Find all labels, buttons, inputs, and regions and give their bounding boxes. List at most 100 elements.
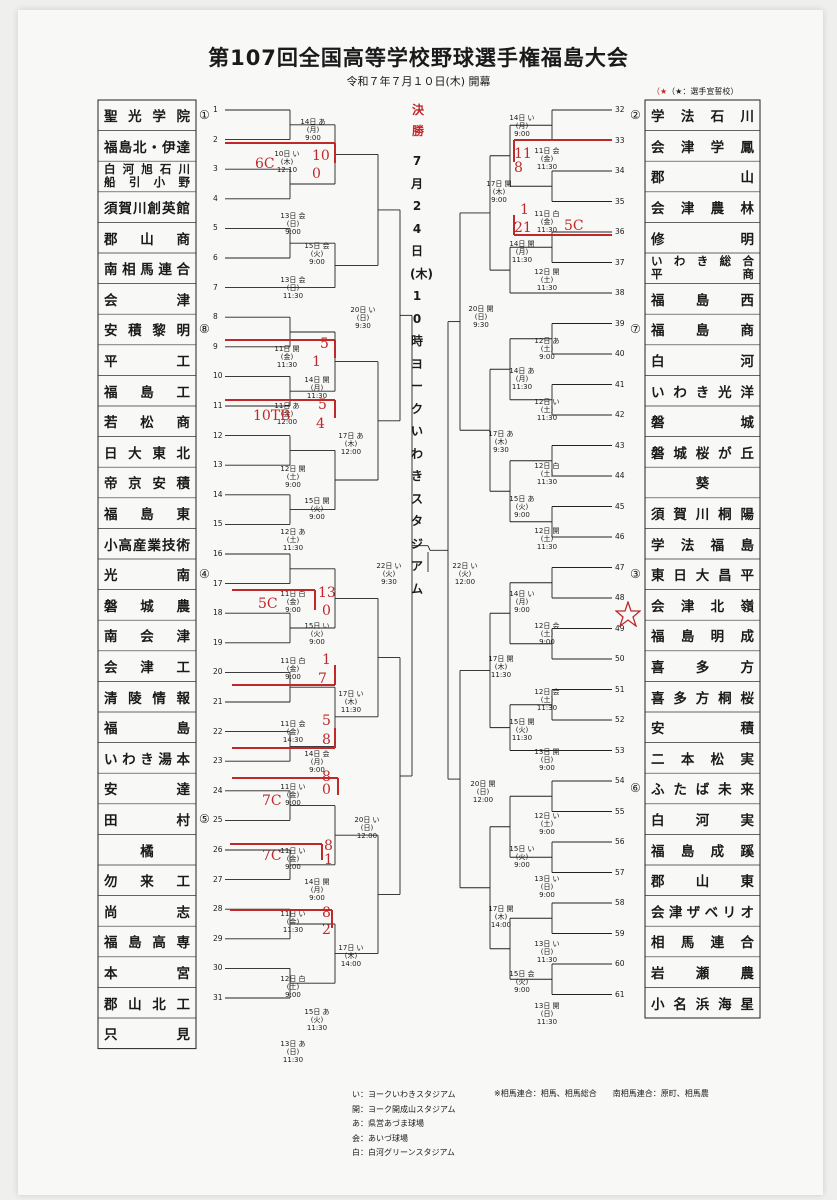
game-dow: (月)	[310, 886, 324, 894]
team-name: 郡山北工	[104, 996, 190, 1013]
game-dow: (火)	[310, 1016, 324, 1024]
game-label: 20日 い(日)12:00	[350, 816, 384, 840]
game-dow: (日)	[356, 314, 370, 322]
game-day: 12日 い	[534, 398, 560, 406]
team-name: 学法福島	[651, 537, 754, 554]
slot-number: 46	[615, 532, 625, 541]
game-dow: (金)	[286, 791, 300, 799]
game-dow: (土)	[540, 276, 554, 284]
game-dow: (土)	[540, 535, 554, 543]
game-time: 11:30	[276, 361, 298, 369]
game-dow: (金)	[286, 728, 300, 736]
team-name: 郡山東	[651, 874, 754, 891]
game-day: 12日 い	[534, 812, 560, 820]
team-name: 喜多方	[651, 660, 754, 677]
team-name: 福島工	[104, 384, 190, 401]
game-day: 14日 開	[509, 240, 535, 248]
team-name: いわき総合平商	[651, 253, 754, 284]
game-time: 9:00	[285, 481, 301, 489]
game-dow: (火)	[515, 503, 529, 511]
handwritten-score: 0	[322, 782, 331, 798]
slot-number: 33	[615, 135, 625, 145]
game-time: 11:30	[282, 926, 304, 934]
game-dow: (金)	[286, 855, 300, 863]
game-time: 12:10	[276, 166, 298, 174]
game-label: 14日 開(月)9:00	[300, 878, 334, 902]
game-day: 15日 あ	[509, 495, 535, 503]
game-label: 12日 白(土)9:00	[276, 975, 310, 999]
game-label: 12日 い(土)9:00	[530, 812, 564, 836]
game-dow: (火)	[310, 630, 324, 638]
team-name: いわき湯本	[104, 751, 190, 768]
seed-mark: ①	[199, 108, 210, 122]
seed-mark: ⑤	[199, 811, 210, 826]
paper-sheet	[18, 10, 823, 1195]
slot-number: 18	[213, 608, 223, 618]
team-name: 南相馬連合	[104, 262, 190, 279]
game-day: 20日 い	[350, 306, 376, 314]
slot-number: 19	[213, 637, 223, 647]
game-time: 11:30	[340, 706, 362, 714]
slot-number: 50	[615, 654, 625, 663]
game-time: 9:00	[305, 134, 321, 142]
game-time: 14:30	[282, 736, 304, 744]
game-time: 11:30	[511, 256, 533, 264]
game-time: 9:00	[285, 799, 301, 807]
handwritten-score: 8	[514, 160, 523, 176]
game-dow: (金)	[286, 918, 300, 926]
game-label: 13日 あ(日)11:30	[276, 1040, 310, 1064]
game-dow: (木)	[494, 438, 508, 446]
team-name: 白河	[651, 354, 754, 371]
slot-number: 39	[615, 318, 625, 328]
handwritten-score: 1	[520, 202, 529, 218]
team-name: 福島西	[651, 292, 754, 309]
game-time: 11:30	[282, 544, 304, 552]
game-time: 9:30	[381, 578, 397, 586]
game-dow: (土)	[540, 630, 554, 638]
game-day: 11日 い	[280, 910, 306, 918]
team-name: 勿来工	[104, 874, 190, 891]
slot-number: 37	[615, 257, 625, 267]
game-time: 9:00	[514, 606, 530, 614]
game-dow: (日)	[540, 948, 554, 956]
game-label: 12日 開(土)9:00	[276, 465, 310, 489]
game-label: 13日 い(日)9:00	[530, 875, 564, 899]
team-name: 安達	[104, 782, 190, 799]
game-label: 20日 い(日)9:30	[346, 306, 380, 330]
game-day: 13日 会	[280, 212, 306, 220]
game-time: 14:00	[490, 921, 512, 929]
handwritten-score: 5	[320, 336, 329, 352]
game-label: 15日 会(火)9:00	[300, 242, 334, 266]
legend-item: い：ヨークいわきスタジアム	[352, 1090, 456, 1099]
game-time: 9:00	[514, 861, 530, 869]
game-label: 17日 い(木)11:30	[334, 690, 368, 714]
game-label: 20日 開(日)9:30	[464, 305, 498, 329]
game-label: 13日 開(日)11:30	[530, 1002, 564, 1026]
team-name: 本宮	[104, 966, 190, 983]
slot-number: 16	[213, 549, 223, 558]
handwritten-score: 7	[318, 671, 327, 687]
game-label: 22日 い(火)9:30	[372, 562, 406, 586]
game-day: 12日 開	[534, 527, 560, 535]
handwritten-score: 1	[312, 354, 321, 370]
team-name: 東日大昌平	[651, 568, 754, 585]
game-day: 11日 会	[280, 720, 306, 728]
slot-number: 54	[615, 776, 625, 785]
game-label: 14日 開(月)11:30	[300, 376, 334, 400]
slot-number: 36	[615, 227, 625, 236]
slot-number: 43	[615, 440, 625, 450]
game-day: 14日 会	[304, 750, 330, 758]
game-day: 13日 開	[534, 748, 560, 756]
game-dow: (木)	[344, 698, 358, 706]
game-day: 14日 あ	[300, 118, 326, 126]
game-label: 13日 い(日)11:30	[530, 940, 564, 964]
game-day: 11日 会	[534, 147, 560, 155]
game-day: 12日 開	[280, 465, 306, 473]
game-day: 22日 い	[376, 562, 402, 570]
game-label: 11日 白(金)11:30	[530, 210, 564, 234]
game-time: 11:30	[536, 163, 558, 171]
slot-number: 7	[213, 282, 218, 292]
game-dow: (木)	[280, 158, 294, 166]
team-name: 田村	[104, 813, 190, 830]
game-label: 14日 い(月)9:00	[505, 590, 539, 614]
